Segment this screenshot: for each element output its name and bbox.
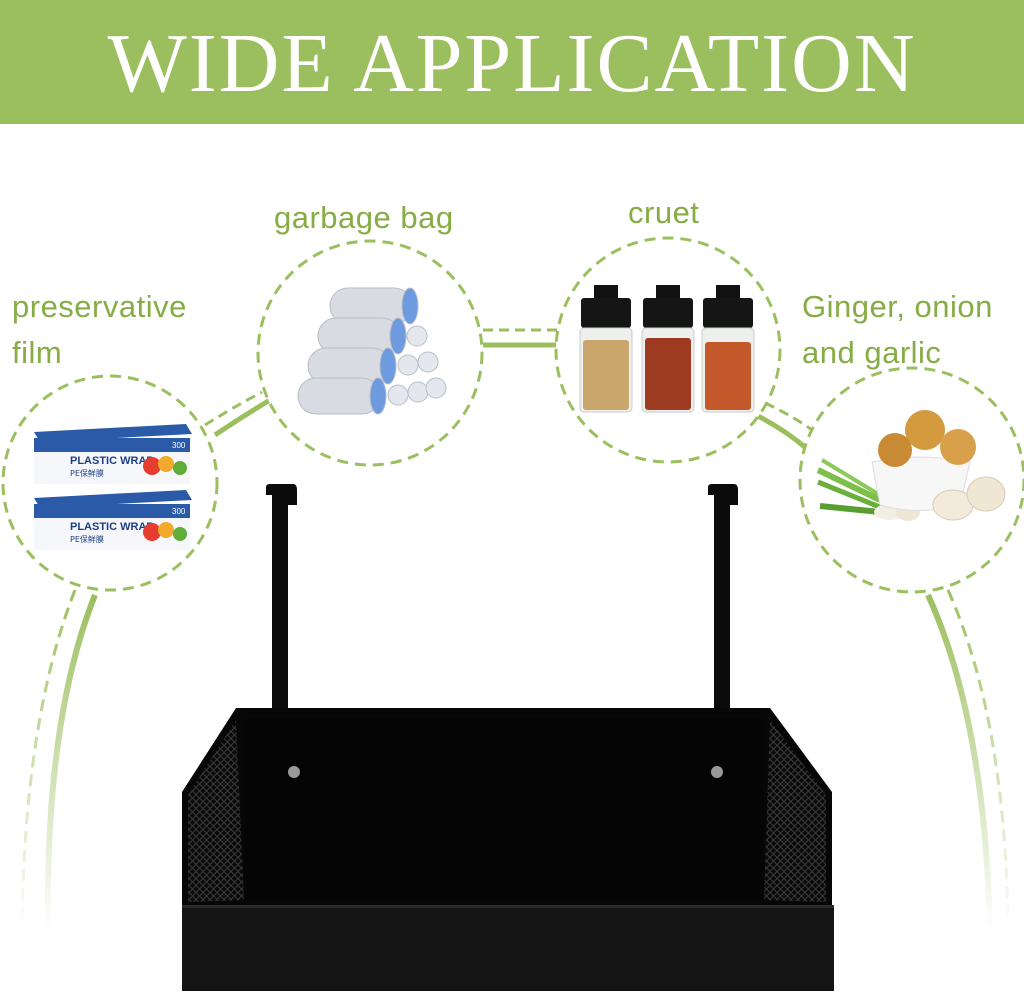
banner: WIDE APPLICATION bbox=[0, 0, 1024, 124]
plastic-wrap-subtitle-1: PE保鲜膜 bbox=[70, 468, 104, 478]
garbage-bag-rolls-icon bbox=[297, 287, 447, 415]
plastic-wrap-count-2: 300 bbox=[172, 507, 186, 516]
label-ginger-line1: Ginger, onion bbox=[802, 289, 993, 324]
label-cruet: cruet bbox=[628, 195, 700, 230]
label-preservative-film-line1: preservative bbox=[12, 289, 187, 324]
ginger-onion-garlic-icon bbox=[816, 410, 1006, 521]
label-garbage-bag: garbage bag bbox=[274, 200, 454, 235]
banner-title: WIDE APPLICATION bbox=[107, 17, 917, 110]
plastic-wrap-brand-1: PLASTIC WRAP bbox=[70, 455, 154, 467]
storage-basket bbox=[182, 484, 834, 991]
spice-jars-icon bbox=[579, 285, 755, 413]
plastic-wrap-count-1: 300 bbox=[172, 441, 186, 450]
label-ginger-line2: and garlic bbox=[802, 335, 942, 370]
label-ginger-onion-garlic: Ginger, onion and garlic bbox=[802, 284, 993, 376]
plastic-wrap-brand-2: PLASTIC WRAP bbox=[70, 521, 154, 533]
label-preservative-film: preservative film bbox=[12, 284, 187, 376]
plastic-wrap-subtitle-2: PE保鲜膜 bbox=[70, 534, 104, 544]
label-preservative-film-line2: film bbox=[12, 335, 63, 370]
plastic-wrap-boxes-icon: PLASTIC WRAP PE保鲜膜 300 PLASTIC WRAP PE保鲜… bbox=[34, 424, 192, 550]
